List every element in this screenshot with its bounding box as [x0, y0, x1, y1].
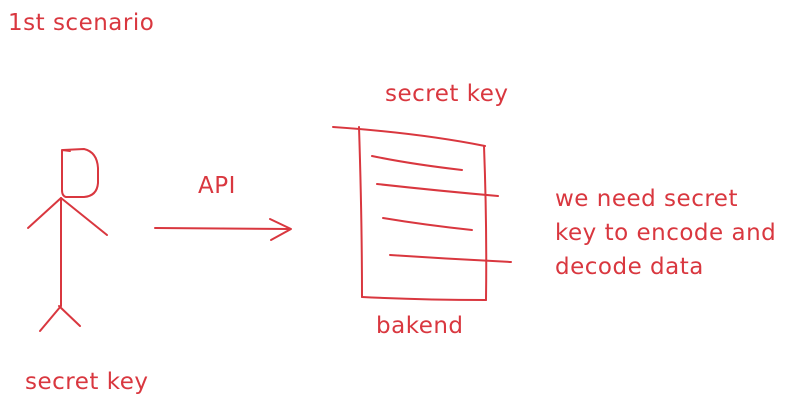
user-head — [61, 148, 99, 198]
backend-doc-right-edge — [483, 145, 488, 301]
backend-doc-line-1 — [371, 155, 463, 171]
backend-doc-left-edge — [358, 126, 363, 298]
user-right-leg — [58, 305, 81, 327]
note-line-1: we need secret — [555, 186, 738, 212]
api-arrow-head — [269, 218, 292, 241]
backend-doc-bottom-edge — [361, 296, 487, 301]
backend-doc-line-3 — [382, 217, 473, 231]
backend-top-label: secret key — [385, 81, 508, 107]
backend-document — [332, 126, 512, 301]
api-arrow — [154, 218, 292, 241]
note-text: we need secret key to encode and decode … — [555, 186, 776, 280]
note-line-2: key to encode and — [555, 220, 776, 246]
user-left-arm — [27, 197, 62, 229]
user-right-arm — [60, 197, 108, 236]
backend-bottom-label: bakend — [376, 313, 464, 339]
note-line-3: decode data — [555, 254, 704, 280]
backend-doc-top-edge — [332, 126, 486, 147]
api-arrow-shaft — [154, 227, 291, 230]
backend-doc-line-2 — [376, 183, 499, 197]
arrow-label: API — [198, 173, 236, 199]
backend-doc-line-4 — [389, 254, 512, 263]
user-stick-figure — [27, 148, 108, 332]
diagram-title: 1st scenario — [8, 10, 154, 36]
user-label: secret key — [25, 369, 148, 395]
user-left-leg — [39, 305, 62, 332]
